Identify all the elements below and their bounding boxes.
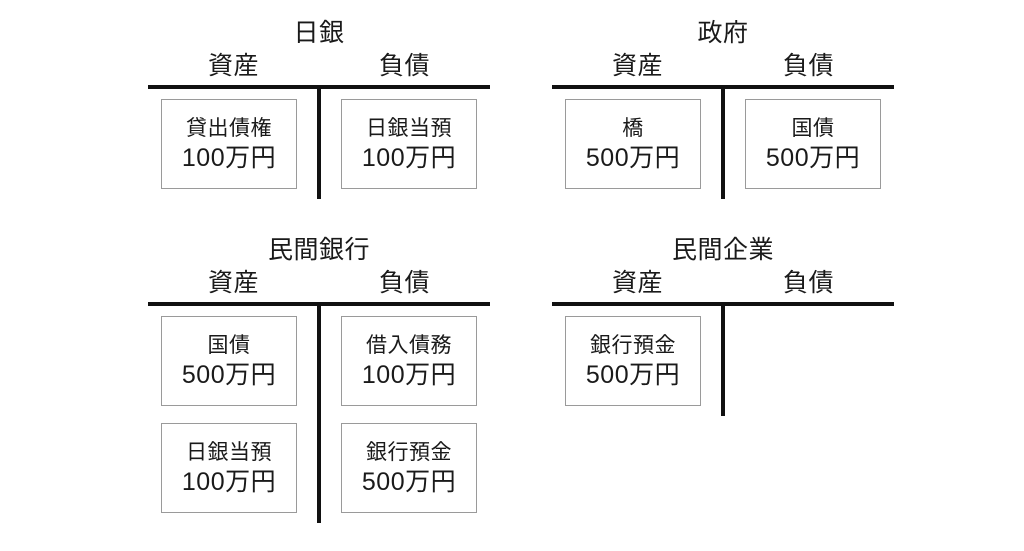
account-title-private-bank: 民間銀行 (267, 236, 370, 264)
entry-amount: 500万円 (181, 361, 277, 389)
header-assets-private-company: 資産 (611, 269, 663, 297)
header-liabilities-boj: 負債 (378, 52, 430, 80)
entry-amount: 100万円 (181, 144, 277, 172)
account-rule-government (552, 85, 894, 89)
account-headers-boj: 資産 負債 (148, 50, 490, 82)
entry-label: 国債 (791, 117, 835, 140)
assets-column-private-bank: 国債 500万円 日銀当預 100万円 (148, 306, 319, 513)
account-divider-private-company (721, 306, 725, 416)
header-liabilities-private-company: 負債 (782, 269, 834, 297)
entry-amount: 500万円 (585, 361, 681, 389)
entry-label: 日銀当預 (366, 117, 452, 140)
account-divider-boj (317, 89, 321, 199)
entry-label: 貸出債権 (186, 117, 272, 140)
entry-box: 銀行預金 500万円 (341, 423, 477, 513)
entry-amount: 500万円 (361, 468, 457, 496)
entry-amount: 100万円 (361, 361, 457, 389)
account-government: 政府 資産 負債 橋 500万円 国債 500万円 (552, 18, 894, 199)
header-assets-private-bank: 資産 (207, 269, 259, 297)
account-columns-government: 橋 500万円 国債 500万円 (552, 89, 894, 199)
entry-label: 銀行預金 (590, 334, 676, 357)
account-columns-private-company: 銀行預金 500万円 (552, 306, 894, 416)
liabilities-column-government: 国債 500万円 (723, 89, 894, 189)
entry-label: 銀行預金 (366, 441, 452, 464)
account-headers-private-company: 資産 負債 (552, 267, 894, 299)
account-headers-government: 資産 負債 (552, 50, 894, 82)
account-private-bank: 民間銀行 資産 負債 国債 500万円 日銀当預 100万円 借入債務 100万… (148, 235, 490, 523)
entry-label: 橋 (622, 117, 644, 140)
assets-column-private-company: 銀行預金 500万円 (552, 306, 723, 406)
entry-amount: 100万円 (361, 144, 457, 172)
entry-label: 日銀当預 (186, 441, 272, 464)
assets-column-government: 橋 500万円 (552, 89, 723, 189)
header-assets-government: 資産 (611, 52, 663, 80)
entry-box: 貸出債権 100万円 (161, 99, 297, 189)
entry-box: 国債 500万円 (745, 99, 881, 189)
entry-box: 橋 500万円 (565, 99, 701, 189)
account-rule-private-bank (148, 302, 490, 306)
entry-amount: 100万円 (181, 468, 277, 496)
account-divider-government (721, 89, 725, 199)
account-boj: 日銀 資産 負債 貸出債権 100万円 日銀当預 100万円 (148, 18, 490, 199)
account-title-government: 政府 (697, 19, 749, 47)
account-private-company: 民間企業 資産 負債 銀行預金 500万円 (552, 235, 894, 416)
account-columns-private-bank: 国債 500万円 日銀当預 100万円 借入債務 100万円 銀行預金 500万… (148, 306, 490, 523)
account-title-boj: 日銀 (293, 19, 345, 47)
account-rule-private-company (552, 302, 894, 306)
header-liabilities-government: 負債 (782, 52, 834, 80)
account-headers-private-bank: 資産 負債 (148, 267, 490, 299)
entry-label: 借入債務 (366, 334, 452, 357)
account-title-private-company: 民間企業 (671, 236, 774, 264)
account-columns-boj: 貸出債権 100万円 日銀当預 100万円 (148, 89, 490, 199)
entry-label: 国債 (207, 334, 251, 357)
account-divider-private-bank (317, 306, 321, 523)
entry-box: 国債 500万円 (161, 316, 297, 406)
entry-box: 借入債務 100万円 (341, 316, 477, 406)
entry-box: 日銀当預 100万円 (341, 99, 477, 189)
header-liabilities-private-bank: 負債 (378, 269, 430, 297)
liabilities-column-boj: 日銀当預 100万円 (319, 89, 490, 189)
liabilities-column-private-bank: 借入債務 100万円 銀行預金 500万円 (319, 306, 490, 513)
entry-amount: 500万円 (585, 144, 681, 172)
entry-box: 銀行預金 500万円 (565, 316, 701, 406)
header-assets-boj: 資産 (207, 52, 259, 80)
account-rule-boj (148, 85, 490, 89)
assets-column-boj: 貸出債権 100万円 (148, 89, 319, 189)
entry-amount: 500万円 (765, 144, 861, 172)
entry-box: 日銀当預 100万円 (161, 423, 297, 513)
